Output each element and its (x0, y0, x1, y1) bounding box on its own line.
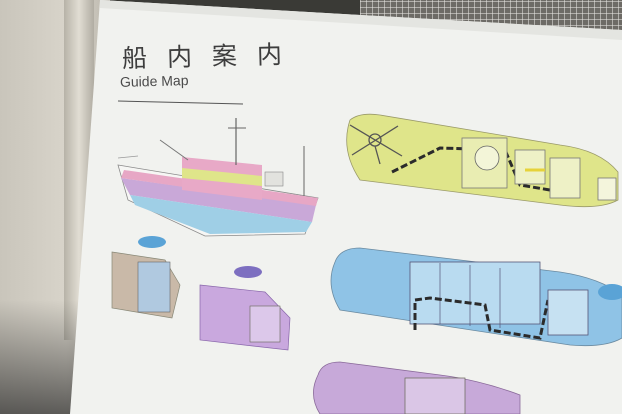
title-underline (117, 100, 244, 105)
yellow-deck-stern-room (549, 157, 581, 199)
blue-deck-rooms (409, 261, 541, 325)
superstructure-yellow (182, 168, 262, 186)
purple-deck-rooms (404, 377, 466, 414)
blue-deck-label-tag (598, 284, 622, 300)
crane-arm (159, 139, 189, 161)
bow-rail (117, 155, 139, 159)
blue-deck-stern-room (547, 289, 589, 336)
deck-band-purple (121, 178, 316, 222)
ship-profile-diagram (117, 118, 319, 237)
purple-small-rooms (249, 305, 281, 343)
deck-tag-purple (234, 266, 262, 278)
evacuation-route-blue (413, 296, 550, 340)
board-top-edge (100, 0, 622, 40)
board-title-japanese: 船 内 案 内 (121, 39, 289, 74)
deck-plan-middle-blue (330, 247, 622, 347)
stern-house (264, 171, 284, 187)
evacuation-route-yellow (391, 146, 581, 197)
deck-tag-blue-left (138, 236, 166, 248)
small-deck-plans (111, 236, 291, 351)
deck-plan-lower-purple (313, 361, 521, 414)
helicopter-icon (349, 124, 403, 165)
tan-deck-rooms (137, 261, 171, 313)
deck-band-blue (130, 195, 312, 234)
rotor-room-circle (474, 145, 500, 171)
yellow-deck-stern-box (597, 177, 617, 201)
board-title-english: Guide Map (119, 72, 189, 90)
deck-plan-upper-yellow (346, 113, 619, 208)
yellow-deck-cabin (514, 149, 546, 185)
